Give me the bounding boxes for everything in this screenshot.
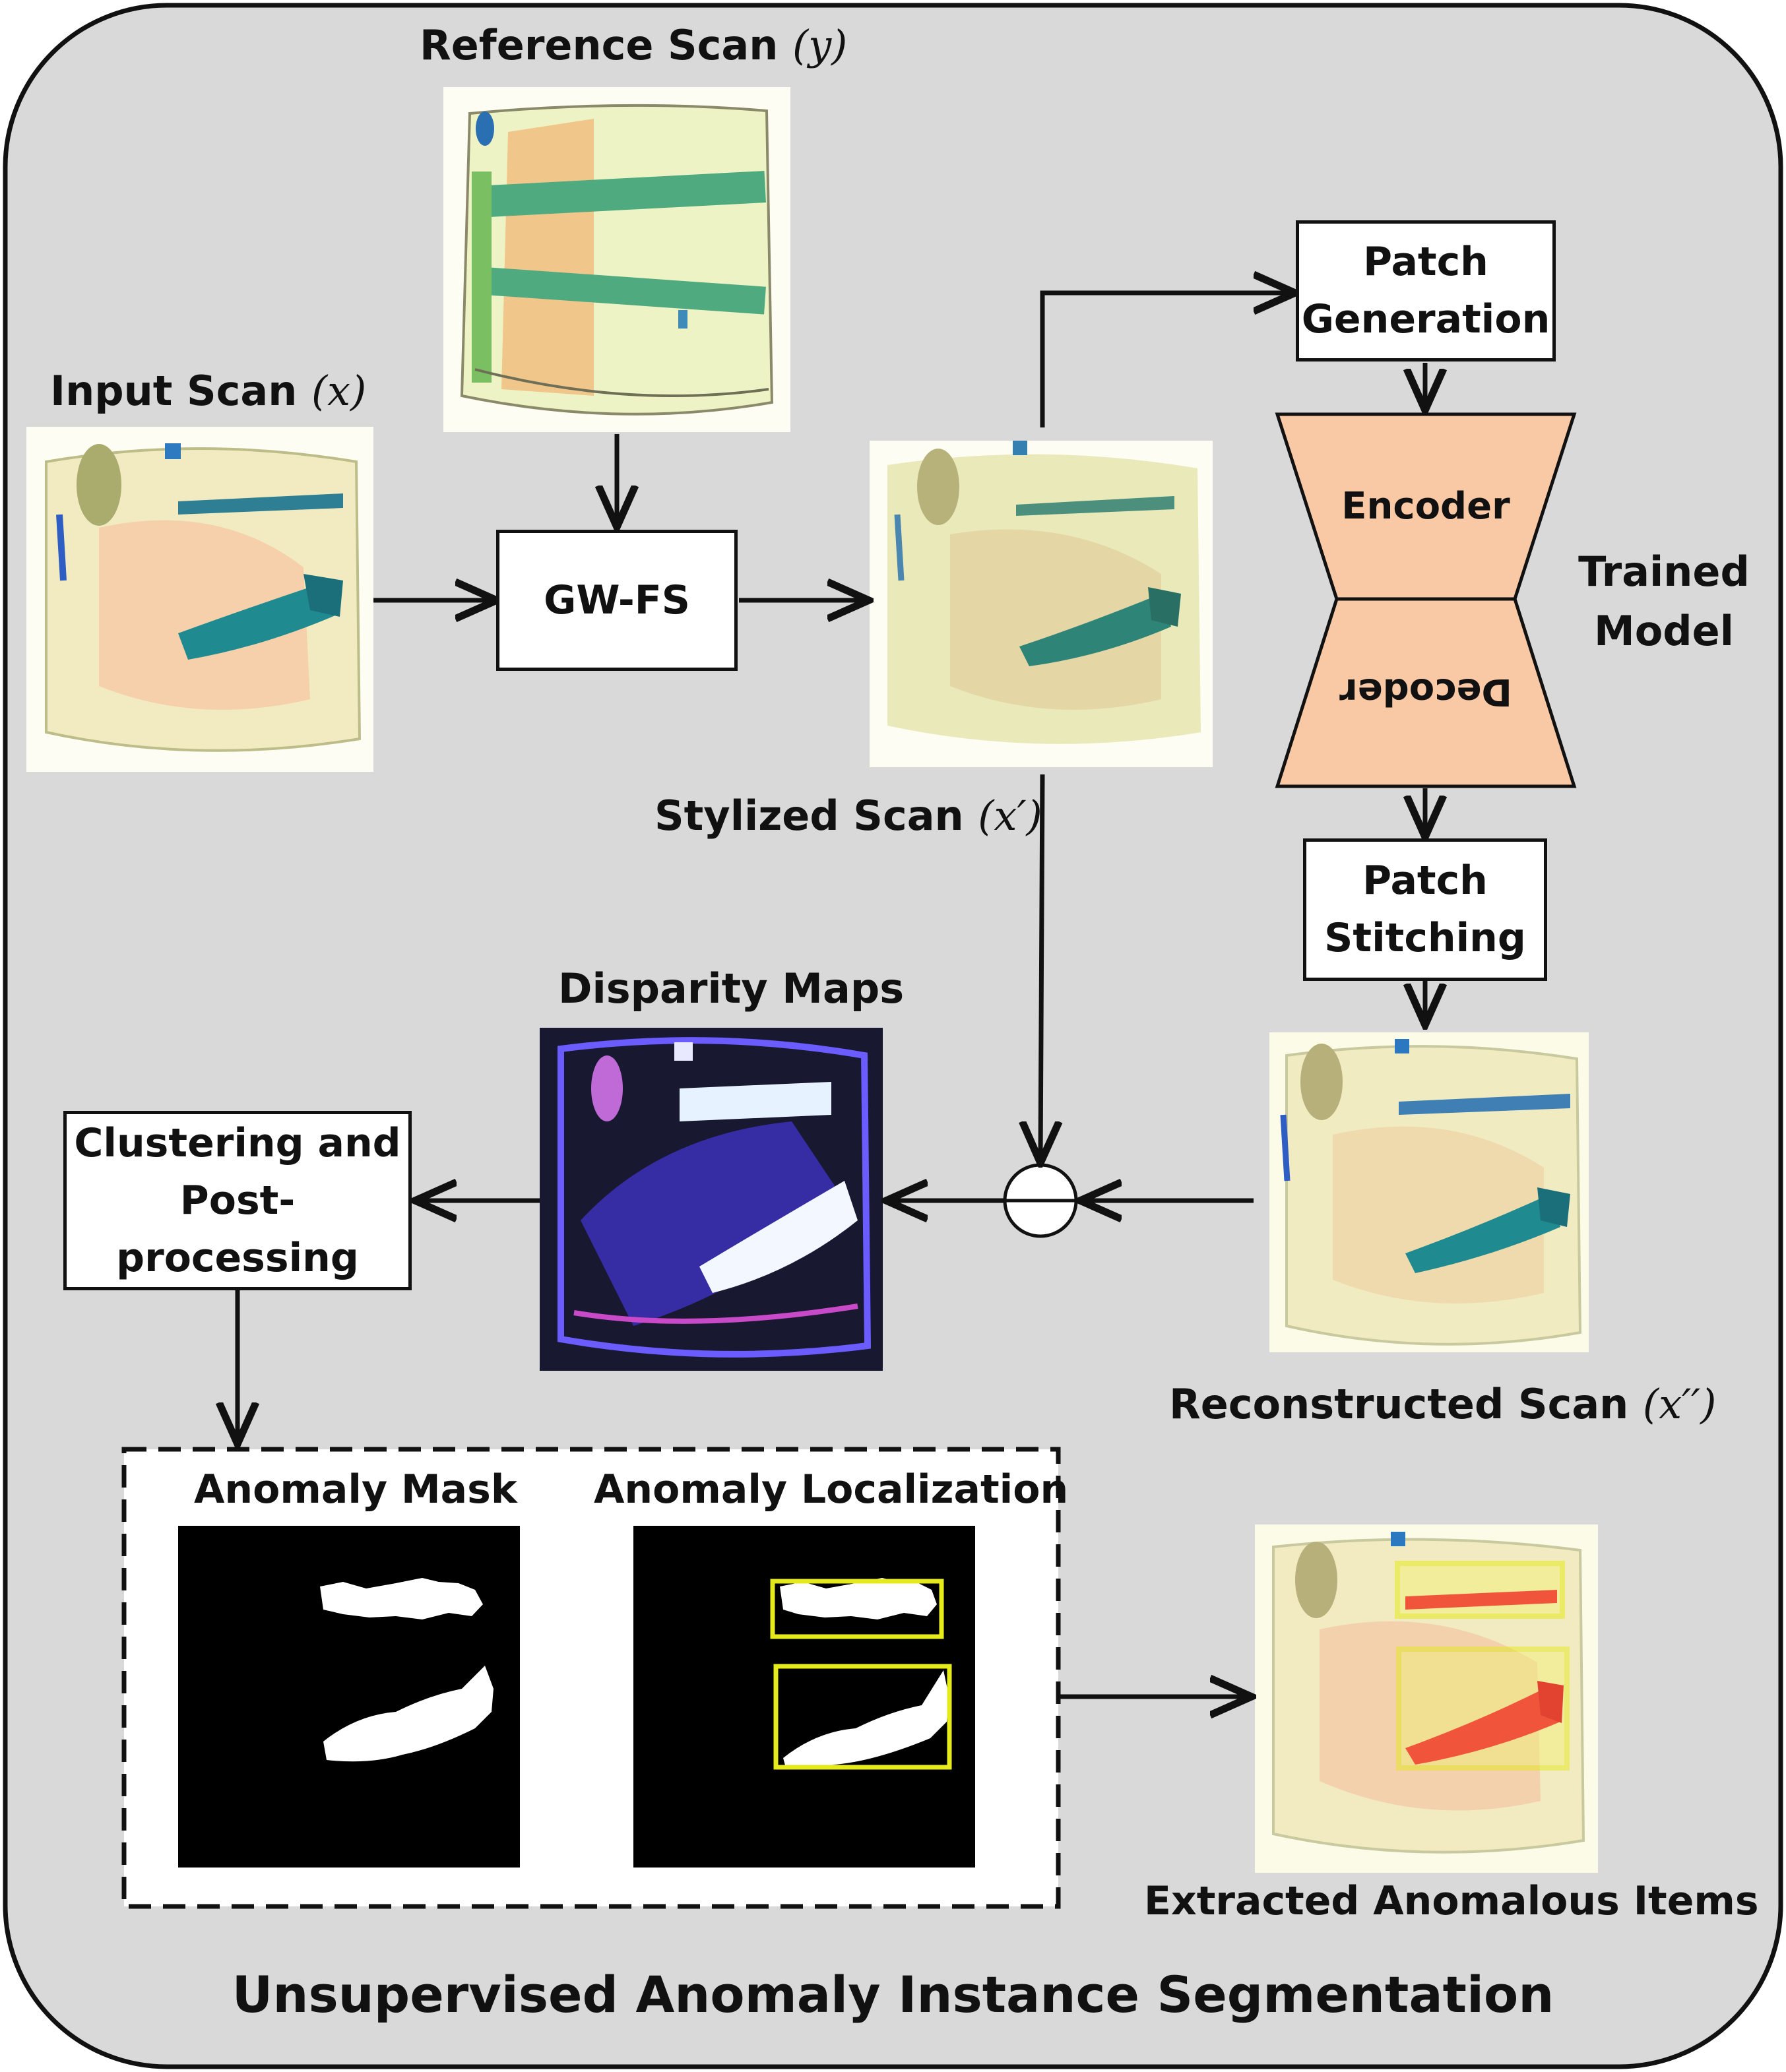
stylized-scan-image [870, 441, 1213, 767]
decoder-label: Decoder [1339, 670, 1512, 713]
input-scan-symbol: (x) [311, 367, 367, 415]
anomaly-mask-caption: Anomaly Mask [194, 1466, 517, 1513]
input-scan-image [26, 427, 373, 772]
anomaly-mask-image [178, 1526, 520, 1868]
gwfs-label: GW-FS [544, 577, 690, 623]
clustering-label: Clustering and Post-processing [74, 1119, 401, 1281]
reconstructed-scan-text: Reconstructed Scan [1169, 1380, 1629, 1428]
trained-model-label: Trained Model [1578, 548, 1750, 655]
diagram-title: Unsupervised Anomaly Instance Segmentati… [232, 1965, 1554, 2024]
patch-stitching-box: Patch Stitching [1303, 838, 1547, 981]
encoder-label: Encoder [1341, 485, 1510, 528]
clustering-box: Clustering and Post-processing [63, 1111, 412, 1290]
bbox-lower [773, 1664, 952, 1770]
extracted-items-image [1255, 1524, 1598, 1873]
disparity-maps-caption: Disparity Maps [558, 964, 905, 1013]
subtraction-node [1003, 1163, 1078, 1238]
arrow-stylized-to-patchgen [1040, 293, 1291, 427]
reference-scan-image [443, 87, 790, 432]
stylized-scan-text: Stylized Scan [654, 792, 964, 840]
reconstructed-scan-symbol: (x′′) [1642, 1380, 1717, 1428]
anomaly-localization-image [633, 1526, 975, 1868]
input-scan-text: Input Scan [50, 367, 298, 415]
reference-scan-caption: Reference Scan (y) [420, 25, 847, 66]
bbox-upper [770, 1579, 944, 1639]
reconstructed-scan-caption: Reconstructed Scan (x′′) [1169, 1384, 1716, 1425]
input-scan-caption: Input Scan (x) [50, 371, 366, 412]
patch-stitching-label: Patch Stitching [1324, 858, 1526, 961]
reference-scan-text: Reference Scan [420, 21, 779, 69]
disparity-map-image [540, 1028, 883, 1371]
gwfs-box: GW-FS [496, 530, 738, 671]
patch-generation-box: Patch Generation [1296, 220, 1556, 361]
arrow-stylized-to-subtract [1040, 774, 1042, 1158]
decoder-shape [1275, 597, 1577, 788]
anomaly-localization-caption: Anomaly Localization [594, 1466, 1069, 1513]
reconstructed-scan-image [1269, 1032, 1589, 1352]
stylized-scan-caption: Stylized Scan (x′) [654, 796, 1042, 836]
reference-scan-symbol: (y) [792, 21, 848, 69]
stylized-scan-symbol: (x′) [978, 792, 1042, 840]
extracted-items-caption: Extracted Anomalous Items [1144, 1878, 1759, 1924]
patch-generation-label: Patch Generation [1301, 239, 1550, 342]
